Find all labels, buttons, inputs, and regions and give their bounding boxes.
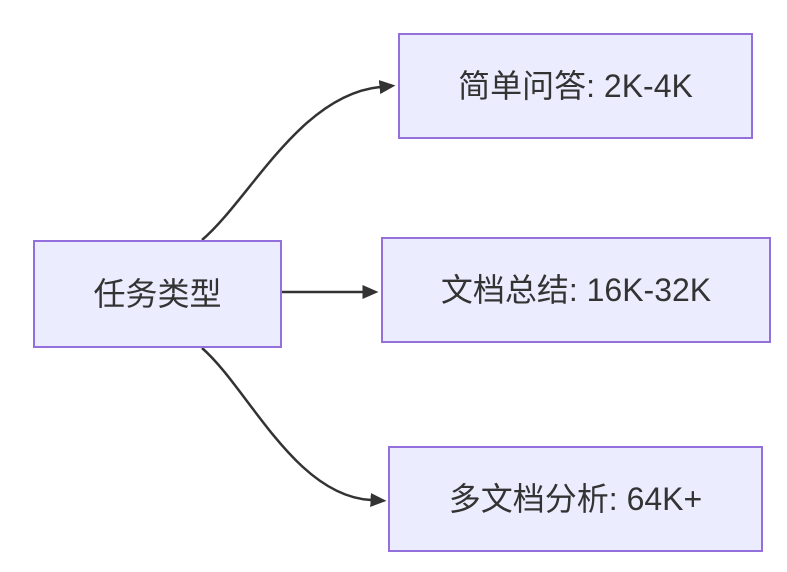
node-multidoc-analysis: 多文档分析: 64K+ bbox=[388, 446, 763, 552]
edge-root-to-branch-2 bbox=[201, 347, 387, 507]
node-doc-summary-label: 文档总结: 16K-32K bbox=[440, 271, 712, 308]
node-simple-qa-label: 简单问答: 2K-4K bbox=[458, 67, 693, 104]
node-task-type-label: 任务类型 bbox=[93, 275, 222, 312]
node-doc-summary: 文档总结: 16K-32K bbox=[381, 237, 771, 343]
node-multidoc-analysis-label: 多文档分析: 64K+ bbox=[448, 480, 703, 517]
node-task-type: 任务类型 bbox=[33, 240, 282, 348]
node-simple-qa: 简单问答: 2K-4K bbox=[398, 33, 753, 139]
edge-root-to-branch-0 bbox=[201, 80, 396, 241]
